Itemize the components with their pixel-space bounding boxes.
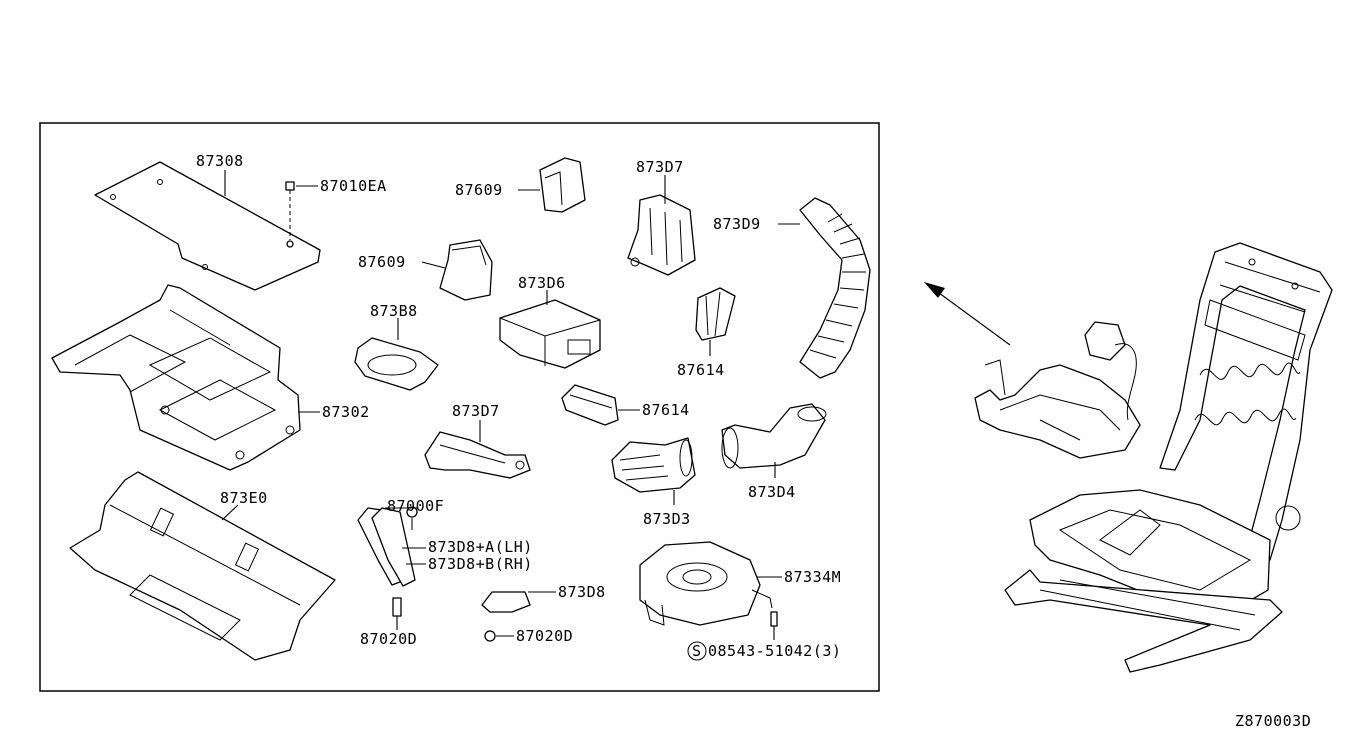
callout-87010EA: 87010EA (320, 177, 387, 195)
callout-873D7-b: 873D7 (452, 402, 500, 420)
callout-87609-b: 87609 (358, 253, 406, 271)
callout-87000F: 87000F (387, 497, 444, 515)
callout-873D3: 873D3 (643, 510, 691, 528)
part-873D7-upper[interactable] (627, 194, 696, 276)
callout-87614-a: 87614 (677, 361, 725, 379)
callout-87302: 87302 (322, 403, 370, 421)
callout-873E0: 873E0 (220, 489, 268, 507)
callout-87020D-b: 87020D (516, 627, 573, 645)
part-87302[interactable] (51, 284, 301, 471)
parts-frame (39, 122, 880, 692)
part-87010EA[interactable] (285, 181, 295, 248)
callout-873D9: 873D9 (713, 215, 761, 233)
callout-87020D-a: 87020D (360, 630, 417, 648)
callout-873D8-RH: 873D8+B(RH) (428, 555, 533, 573)
part-873D9[interactable] (799, 197, 871, 379)
part-873E0[interactable] (69, 471, 336, 661)
callout-873D8: 873D8 (558, 583, 606, 601)
part-873D8-small-bracket[interactable] (481, 591, 531, 613)
direction-arrow-icon (924, 282, 1011, 346)
part-08543-screw[interactable] (770, 611, 778, 640)
part-873D3[interactable] (611, 437, 696, 493)
part-873D7-lower[interactable] (424, 431, 531, 479)
part-87334M[interactable] (639, 541, 773, 626)
part-87020D-right[interactable] (484, 630, 496, 642)
callout-87334M: 87334M (784, 568, 841, 586)
callout-873B8: 873B8 (370, 302, 418, 320)
part-873D6[interactable] (499, 299, 601, 369)
callout-873D8-LH: 873D8+A(LH) (428, 538, 533, 556)
callout-87614-b: 87614 (642, 401, 690, 419)
part-873B8[interactable] (354, 337, 439, 391)
part-87020D-left[interactable] (392, 597, 402, 617)
callout-873D6: 873D6 (518, 274, 566, 292)
callout-873D4: 873D4 (748, 483, 796, 501)
callout-87308: 87308 (196, 152, 244, 170)
callout-08543: 08543-51042(3) (708, 642, 841, 660)
part-87609-upper[interactable] (539, 157, 586, 213)
seat-assembly-illustration (974, 242, 1333, 673)
part-873D8-bracket-pair[interactable] (357, 507, 416, 587)
part-87614-lower[interactable] (561, 384, 619, 426)
part-873D4[interactable] (721, 403, 827, 469)
part-87000F-bolt[interactable] (406, 506, 418, 530)
screw-s-icon: S (687, 641, 707, 661)
part-87614-upper[interactable] (695, 287, 736, 341)
callout-87609-a: 87609 (455, 181, 503, 199)
svg-text:S: S (692, 642, 702, 660)
part-87609-lower[interactable] (439, 239, 493, 301)
part-87308[interactable] (94, 161, 321, 291)
callout-873D7-a: 873D7 (636, 158, 684, 176)
diagram-id: Z870003D (1235, 712, 1311, 730)
